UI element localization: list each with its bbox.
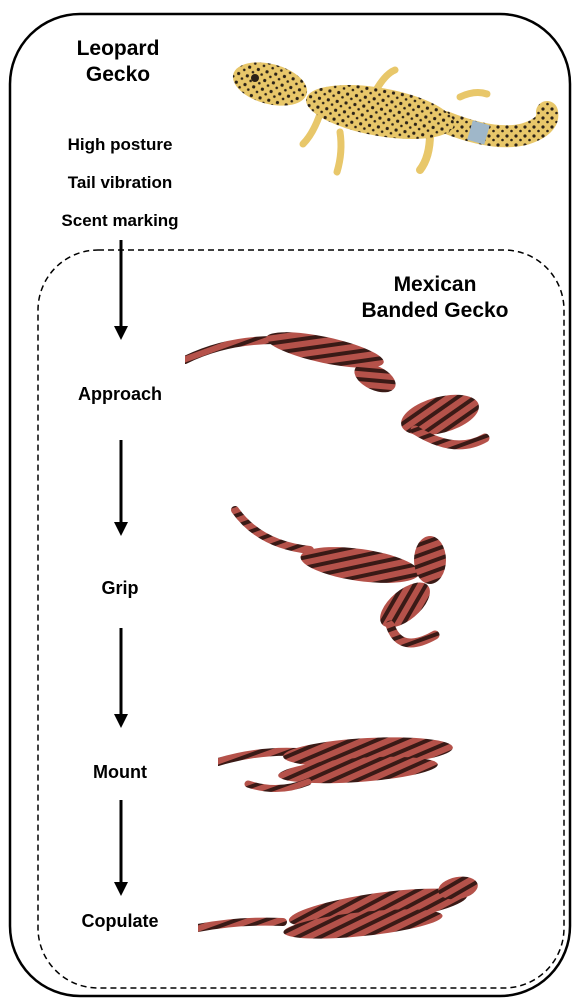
arrow-to-copulate [114, 800, 128, 896]
arrow-to-approach [114, 240, 128, 340]
approach-geckos-image [185, 320, 495, 460]
mount-geckos-image [218, 722, 463, 802]
leopard-gecko-image [225, 52, 560, 192]
arrow-to-grip [114, 440, 128, 536]
grip-geckos-image [230, 505, 460, 660]
arrow-to-mount [114, 628, 128, 728]
copulate-geckos-image [198, 868, 483, 953]
